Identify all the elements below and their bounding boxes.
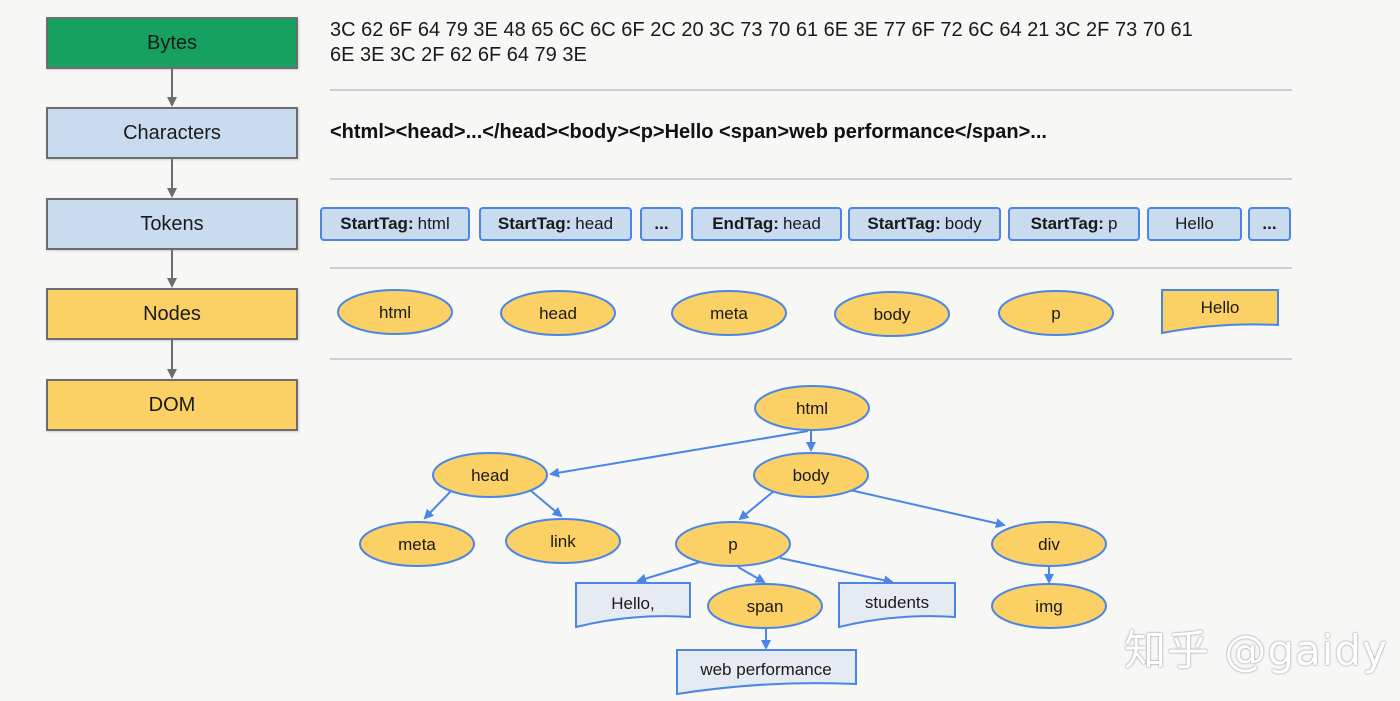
token-ellipsis-2: ... [1248,207,1291,241]
stage-bytes-label: Bytes [146,31,198,54]
dom-node-span-label: span [747,597,784,616]
dom-node-span [707,583,823,629]
edge-body-p [738,490,775,521]
token-kind: EndTag: [712,214,779,233]
node-hello-label: Hello [1201,298,1240,317]
separator-3 [330,267,1292,269]
dom-text-students [838,582,956,629]
node-html-label: html [379,303,411,322]
dom-node-head-label: head [471,466,509,485]
separator-2 [330,178,1292,180]
token-endtag-head: EndTag:head [691,207,842,241]
node-hello [1161,289,1279,335]
dom-node-link [505,518,621,564]
dom-text-hello-label: Hello, [611,594,654,613]
stage-nodes: Nodes [46,288,298,340]
node-p [998,290,1114,336]
bytes-hex-line-1: 3C 62 6F 64 79 3E 48 65 6C 6C 6F 2C 20 3… [330,19,1193,41]
watermark: 知乎 @gaidy [1124,626,1388,675]
dom-node-img [991,583,1107,629]
token-kind: StartTag: [1030,214,1104,233]
token-kind: StartTag: [497,214,572,233]
separator-4 [330,358,1292,360]
dom-node-html-label: html [796,399,828,418]
dom-node-p [675,521,791,567]
nodes-row: html head meta body p Hello [337,289,1279,337]
node-body-label: body [874,305,911,324]
edge-head-link [529,489,563,518]
bytes-hex: 3C 62 6F 64 79 3E 48 65 6C 6C 6F 2C 20 3… [330,18,1270,68]
stage-characters-label: Characters [123,121,221,144]
dom-node-head [432,452,548,498]
token-ellipsis-1: ... [640,207,683,241]
dom-text-web-performance-label: web performance [699,660,831,679]
token-value: html [417,214,450,233]
node-meta-label: meta [710,304,748,323]
dom-node-p-label: p [728,535,737,554]
dom-node-img-label: img [1035,597,1062,616]
stage-characters: Characters [46,107,298,159]
edge-p-hello [636,561,701,584]
dom-node-div-label: div [1038,535,1060,554]
token-value: Hello [1175,214,1214,233]
stage-dom: DOM [46,379,298,431]
characters-text: <html><head>...</head><body><p>Hello <sp… [330,121,1047,143]
dom-tree-edges [423,430,1054,650]
dom-node-meta [359,521,475,567]
edge-p-span [737,566,766,583]
stage-bytes: Bytes [46,17,298,69]
dom-text-students-label: students [865,593,929,612]
bytes-hex-line-2: 6E 3E 3C 2F 62 6F 64 79 3E [330,44,587,66]
token-kind: ... [654,214,669,233]
stage-tokens-label: Tokens [140,212,204,235]
stage-dom-label: DOM [148,393,196,416]
token-value: head [782,214,821,233]
token-value: p [1107,214,1118,233]
stage-tokens: Tokens [46,198,298,250]
edge-html-head [549,430,809,478]
token-starttag-p: StartTag:p [1008,207,1140,241]
token-starttag-html: StartTag:html [320,207,470,241]
token-starttag-head: StartTag:head [479,207,632,241]
dom-node-body-label: body [793,466,830,485]
dom-tree: html head body meta link p div Hello, sp… [359,385,1107,696]
edge-p-students [779,557,894,586]
dom-node-meta-label: meta [398,535,436,554]
separator-1 [330,89,1292,91]
token-kind: ... [1262,214,1277,233]
dom-node-div [991,521,1107,567]
token-value: body [944,214,982,233]
node-html [337,289,453,335]
node-p-label: p [1051,304,1060,323]
stage-nodes-label: Nodes [143,302,201,325]
token-starttag-body: StartTag:body [848,207,1001,241]
edge-body-div [849,489,1006,529]
dom-node-body [753,452,869,498]
token-hello: Hello [1147,207,1242,241]
node-meta [671,290,787,336]
node-head-label: head [539,304,577,323]
token-value: head [575,214,614,233]
edge-head-meta [423,489,453,520]
dom-text-web-performance [676,649,857,696]
dom-node-html [754,385,870,431]
node-head [500,290,616,336]
token-kind: StartTag: [867,214,941,233]
node-body [834,291,950,337]
dom-node-link-label: link [550,532,576,551]
token-kind: StartTag: [340,214,414,233]
dom-text-hello [575,582,691,629]
